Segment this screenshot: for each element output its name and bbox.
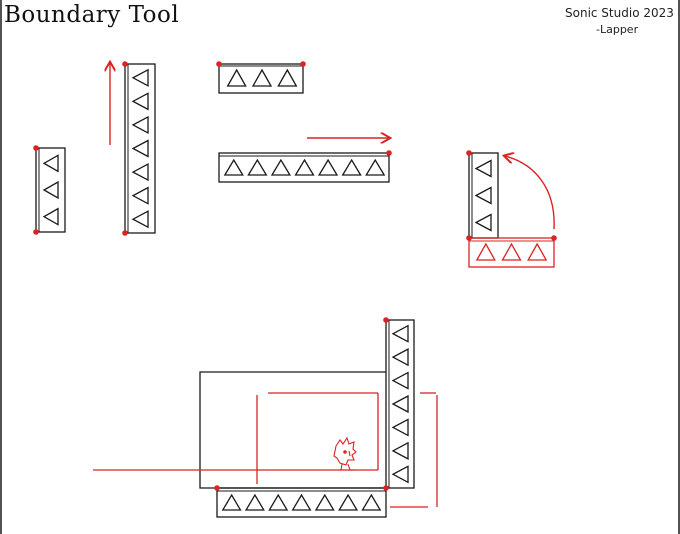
boundary-point: [466, 150, 472, 156]
boundary-point: [33, 145, 39, 151]
boundary-point: [383, 485, 389, 491]
spike-triangle: [277, 68, 298, 87]
spike-triangle: [268, 493, 289, 511]
credit-studio: Sonic Studio 2023: [565, 6, 674, 20]
boundary-point: [386, 150, 392, 156]
spike-block-right-rotated: [468, 235, 557, 268]
spike-triangle: [131, 162, 149, 182]
spike-triangle: [251, 68, 273, 87]
spike-triangle: [221, 493, 242, 511]
boundary-point: [122, 61, 128, 67]
credit-author: -Lapper: [596, 23, 639, 36]
spike-triangle: [131, 68, 149, 87]
spike-block-right-vertical: [466, 150, 499, 241]
spike-triangle: [270, 158, 292, 176]
spike-triangle: [294, 158, 315, 176]
boundary-point: [551, 235, 557, 241]
boundary-point: [216, 61, 222, 67]
spike-triangle: [361, 493, 382, 511]
spike-triangle: [244, 493, 265, 511]
spike-block-middle-long: [218, 150, 392, 183]
boundary-point: [300, 61, 306, 67]
boundary-point: [122, 230, 128, 236]
spike-triangle: [291, 493, 312, 511]
boundary-point: [33, 229, 39, 235]
boundary-point: [383, 317, 389, 323]
spike-triangle: [131, 186, 149, 205]
spike-triangle: [391, 465, 409, 484]
spike-triangle: [247, 158, 268, 176]
spike-triangle: [338, 493, 359, 511]
spike-triangle: [474, 186, 492, 205]
spike-triangle: [391, 394, 409, 414]
spike-triangle: [341, 158, 362, 176]
spike-triangle: [131, 139, 149, 158]
spike-triangle: [317, 158, 339, 176]
spike-block-bottom-vertical: [383, 317, 415, 489]
rotation-arrow: [505, 156, 555, 230]
spike-block-tall-vertical: [122, 61, 156, 236]
spike-triangle: [42, 180, 59, 200]
spike-triangle: [42, 207, 59, 226]
spike-triangle: [391, 371, 409, 390]
spike-triangle: [131, 92, 149, 111]
page-title: Boundary Tool: [4, 2, 180, 28]
spike-triangle: [314, 493, 335, 511]
spike-triangle: [223, 158, 244, 176]
spike-triangle: [131, 210, 149, 229]
spike-triangle: [474, 159, 492, 178]
spike-triangle: [391, 324, 409, 343]
spike-triangle: [131, 115, 149, 135]
spike-triangle: [501, 242, 522, 261]
spike-triangle: [226, 68, 247, 87]
spike-triangle: [391, 418, 409, 437]
player-character: [333, 436, 357, 471]
spike-triangle: [391, 441, 409, 460]
spike-block-top-small: [216, 61, 306, 94]
spike-triangle: [391, 348, 409, 367]
spike-triangle: [365, 158, 386, 176]
spike-block-left-short: [33, 145, 66, 235]
spike-triangle: [527, 242, 548, 261]
spike-block-bottom-horizontal: [214, 485, 389, 518]
boundary-point: [214, 485, 220, 491]
spike-triangle: [42, 154, 59, 173]
spike-triangle: [474, 213, 492, 232]
spike-triangle: [475, 242, 496, 261]
boundary-lines: [93, 392, 438, 508]
